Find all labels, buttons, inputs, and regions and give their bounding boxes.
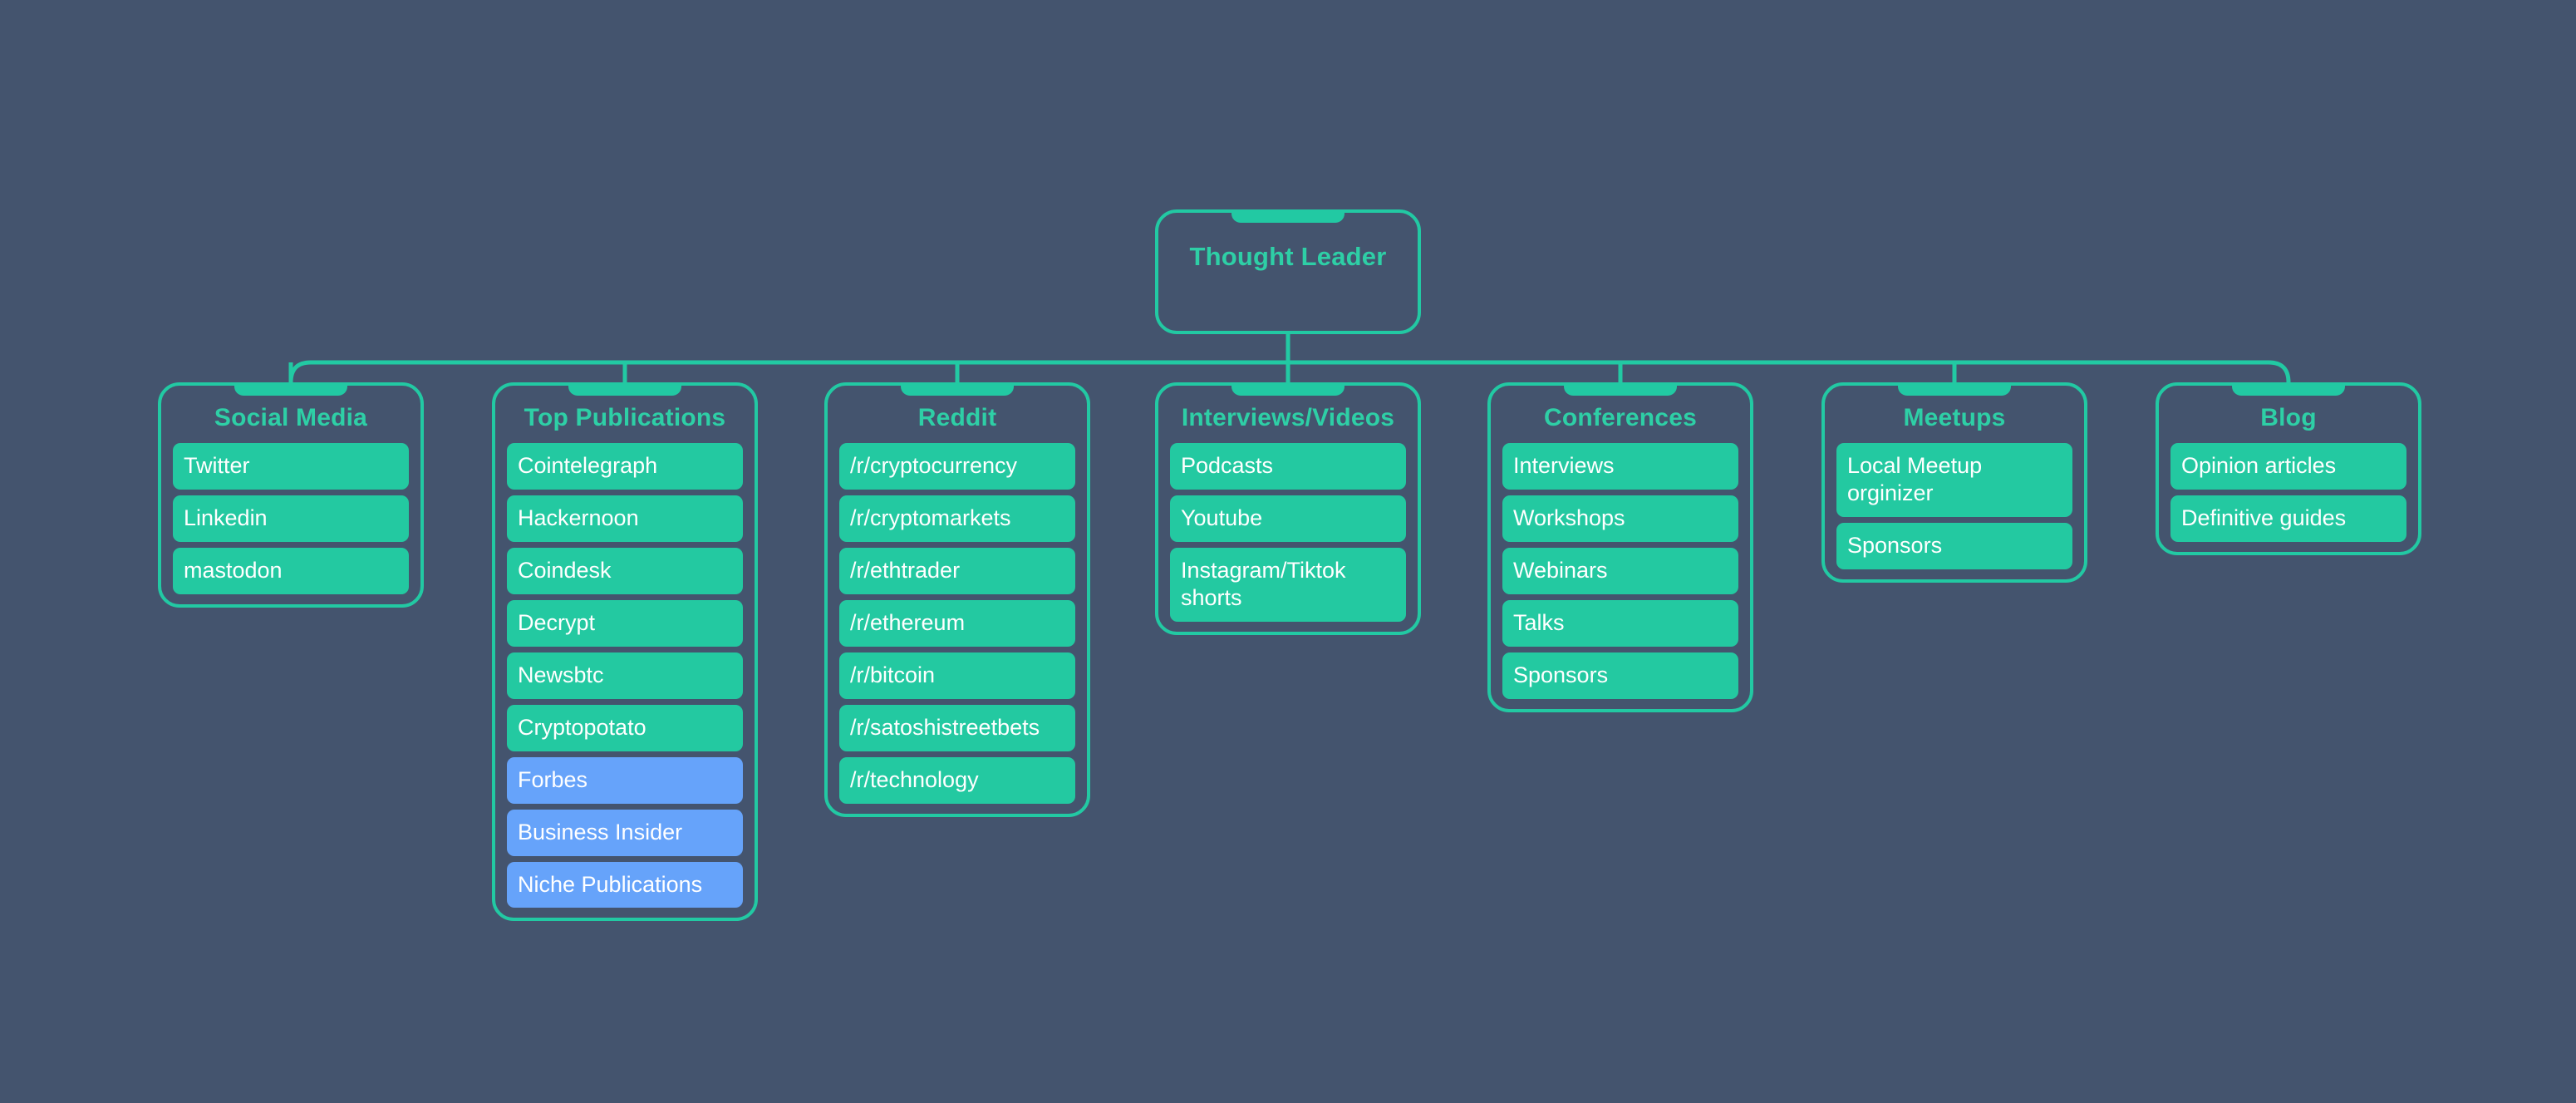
node-notch-icon xyxy=(1231,209,1345,223)
list-item[interactable]: Opinion articles xyxy=(2170,443,2406,490)
list-item[interactable]: /r/cryptomarkets xyxy=(839,495,1075,542)
node-title: Interviews/Videos xyxy=(1181,404,1395,431)
item-list: Twitter Linkedin mastodon xyxy=(173,443,409,594)
node-notch-icon xyxy=(901,382,1014,396)
node-title: Blog xyxy=(2260,404,2317,431)
list-item[interactable]: Decrypt xyxy=(507,599,743,647)
list-item[interactable]: Workshops xyxy=(1502,495,1738,542)
node-title: Top Publications xyxy=(524,404,726,431)
list-item[interactable]: Definitive guides xyxy=(2170,495,2406,542)
node-notch-icon xyxy=(1898,382,2011,396)
list-item[interactable]: /r/satoshistreetbets xyxy=(839,704,1075,751)
list-item[interactable]: Interviews xyxy=(1502,443,1738,490)
item-list: /r/cryptocurrency /r/cryptomarkets /r/et… xyxy=(839,443,1075,804)
connector-bus xyxy=(288,360,2291,384)
item-list: Podcasts Youtube Instagram/Tiktok shorts xyxy=(1170,443,1406,622)
list-item[interactable]: Cointelegraph xyxy=(507,443,743,490)
node-notch-icon xyxy=(568,382,681,396)
node-conferences[interactable]: Conferences Interviews Workshops Webinar… xyxy=(1487,382,1753,712)
list-item[interactable]: Instagram/Tiktok shorts xyxy=(1170,547,1406,622)
list-item[interactable]: Business Insider xyxy=(507,809,743,856)
node-thought-leader[interactable]: Thought Leader xyxy=(1155,209,1421,334)
list-item[interactable]: Coindesk xyxy=(507,547,743,594)
list-item[interactable]: /r/bitcoin xyxy=(839,652,1075,699)
list-item[interactable]: /r/cryptocurrency xyxy=(839,443,1075,490)
node-title: Social Media xyxy=(214,404,368,431)
node-title: Reddit xyxy=(917,404,997,431)
list-item[interactable]: Local Meetup orginizer xyxy=(1836,443,2072,517)
list-item[interactable]: Sponsors xyxy=(1836,522,2072,569)
list-item[interactable]: Newsbtc xyxy=(507,652,743,699)
node-social-media[interactable]: Social Media Twitter Linkedin mastodon xyxy=(158,382,424,608)
item-list: Opinion articles Definitive guides xyxy=(2170,443,2406,542)
node-meetups[interactable]: Meetups Local Meetup orginizer Sponsors xyxy=(1821,382,2087,583)
list-item[interactable]: /r/ethereum xyxy=(839,599,1075,647)
node-notch-icon xyxy=(1231,382,1345,396)
list-item[interactable]: mastodon xyxy=(173,547,409,594)
list-item[interactable]: Hackernoon xyxy=(507,495,743,542)
node-title: Thought Leader xyxy=(1189,242,1387,271)
node-reddit[interactable]: Reddit /r/cryptocurrency /r/cryptomarket… xyxy=(824,382,1090,817)
list-item[interactable]: Youtube xyxy=(1170,495,1406,542)
list-item[interactable]: Cryptopotato xyxy=(507,704,743,751)
list-item[interactable]: Forbes xyxy=(507,756,743,804)
node-top-publications[interactable]: Top Publications Cointelegraph Hackernoo… xyxy=(492,382,758,922)
item-list: Cointelegraph Hackernoon Coindesk Decryp… xyxy=(507,443,743,908)
node-interviews-videos[interactable]: Interviews/Videos Podcasts Youtube Insta… xyxy=(1155,382,1421,635)
item-list: Local Meetup orginizer Sponsors xyxy=(1836,443,2072,569)
node-title: Conferences xyxy=(1544,404,1697,431)
node-notch-icon xyxy=(2232,382,2345,396)
list-item[interactable]: Twitter xyxy=(173,443,409,490)
node-blog[interactable]: Blog Opinion articles Definitive guides xyxy=(2156,382,2421,555)
list-item[interactable]: Webinars xyxy=(1502,547,1738,594)
list-item[interactable]: /r/technology xyxy=(839,756,1075,804)
list-item[interactable]: Sponsors xyxy=(1502,652,1738,699)
list-item[interactable]: Talks xyxy=(1502,599,1738,647)
list-item[interactable]: /r/ethtrader xyxy=(839,547,1075,594)
item-list: Interviews Workshops Webinars Talks Spon… xyxy=(1502,443,1738,699)
node-notch-icon xyxy=(1564,382,1677,396)
node-notch-icon xyxy=(234,382,347,396)
list-item[interactable]: Niche Publications xyxy=(507,861,743,908)
list-item[interactable]: Linkedin xyxy=(173,495,409,542)
node-title: Meetups xyxy=(1903,404,2006,431)
list-item[interactable]: Podcasts xyxy=(1170,443,1406,490)
